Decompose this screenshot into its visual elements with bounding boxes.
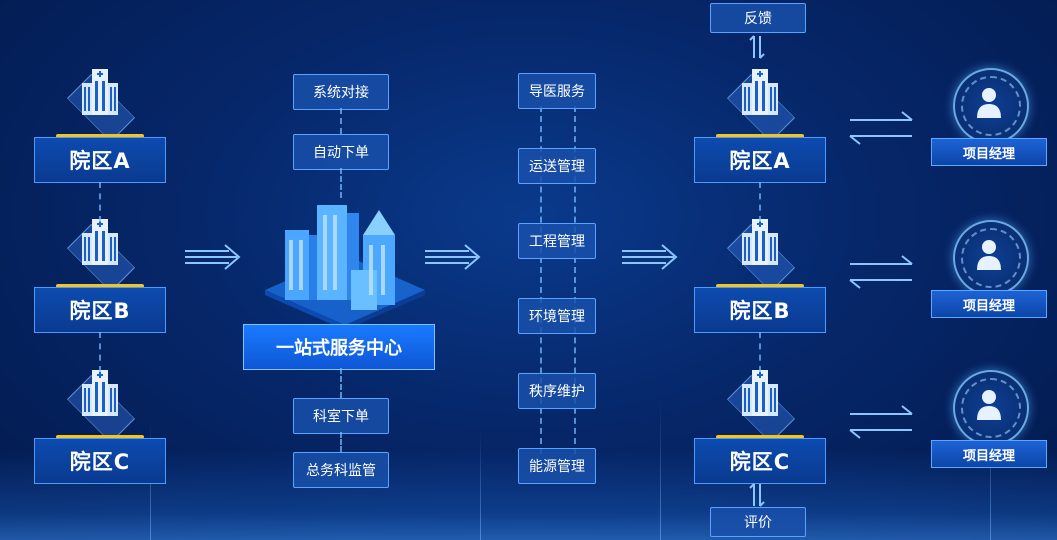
manager-label: 项目经理: [931, 290, 1047, 318]
left-campus-b[interactable]: 院区B: [34, 215, 166, 335]
manager-label: 项目经理: [931, 440, 1047, 468]
input-department-order[interactable]: 科室下单: [293, 398, 389, 434]
hospital-icon: [82, 370, 118, 416]
campus-label: 院区C: [694, 438, 826, 484]
campus-label: 院区C: [34, 438, 166, 484]
manager-a[interactable]: 项目经理: [931, 66, 1047, 176]
badge-ring: [961, 228, 1021, 288]
hub-title[interactable]: 一站式服务中心: [243, 324, 435, 370]
hospital-icon: [742, 69, 778, 115]
left-campus-a[interactable]: 院区A: [34, 65, 166, 185]
hospital-icon: [82, 69, 118, 115]
accent-bar: [56, 435, 144, 439]
left-campus-c[interactable]: 院区C: [34, 366, 166, 486]
light-streak: [990, 410, 991, 540]
connector-dashed: [574, 106, 576, 454]
manager-c[interactable]: 项目经理: [931, 368, 1047, 478]
service-order[interactable]: 秩序维护: [518, 373, 596, 409]
accent-bar: [56, 134, 144, 138]
service-environment[interactable]: 环境管理: [518, 298, 596, 334]
connector-dashed: [759, 182, 761, 222]
connector-dashed: [99, 182, 101, 222]
flow-arrow-icon: [185, 244, 241, 270]
campus-label: 院区B: [34, 287, 166, 333]
connector-dashed: [99, 332, 101, 372]
flow-arrow-icon: [622, 244, 678, 270]
light-streak: [480, 430, 481, 540]
manager-label: 项目经理: [931, 138, 1047, 166]
bidirectional-arrow-icon: [849, 255, 913, 289]
service-guide[interactable]: 导医服务: [518, 73, 596, 109]
badge-ring: [961, 378, 1021, 438]
updown-arrow-icon: [749, 35, 765, 59]
campus-label: 院区A: [694, 137, 826, 183]
flow-arrow-icon: [425, 244, 481, 270]
campus-label: 院区B: [694, 287, 826, 333]
connector-dashed: [340, 432, 342, 452]
input-system-integration[interactable]: 系统对接: [293, 74, 389, 110]
bidirectional-arrow-icon: [849, 111, 913, 145]
hospital-icon: [742, 219, 778, 265]
person-icon: [977, 88, 1001, 118]
connector-dashed: [340, 108, 342, 134]
accent-bar: [56, 284, 144, 288]
person-icon: [977, 240, 1001, 270]
service-energy[interactable]: 能源管理: [518, 448, 596, 484]
campus-label: 院区A: [34, 137, 166, 183]
accent-bar: [716, 284, 804, 288]
accent-bar: [716, 435, 804, 439]
input-auto-order[interactable]: 自动下单: [293, 134, 389, 170]
service-engineering[interactable]: 工程管理: [518, 223, 596, 259]
service-transport[interactable]: 运送管理: [518, 148, 596, 184]
person-icon: [977, 390, 1001, 420]
connector-dashed: [759, 332, 761, 372]
connector-dashed: [540, 106, 542, 454]
input-general-affairs[interactable]: 总务科监管: [293, 452, 389, 488]
connector-dashed: [340, 368, 342, 398]
connector-dashed: [340, 168, 342, 198]
badge-ring: [961, 76, 1021, 136]
hospital-icon: [82, 219, 118, 265]
evaluation-box[interactable]: 评价: [710, 507, 806, 537]
right-campus-a[interactable]: 院区A: [694, 65, 826, 185]
right-campus-b[interactable]: 院区B: [694, 215, 826, 335]
city-buildings-icon: [265, 205, 425, 330]
manager-b[interactable]: 项目经理: [931, 218, 1047, 328]
right-campus-c[interactable]: 院区C: [694, 366, 826, 486]
light-streak: [660, 400, 661, 540]
feedback-box[interactable]: 反馈: [710, 3, 806, 33]
hospital-icon: [742, 370, 778, 416]
accent-bar: [716, 134, 804, 138]
bidirectional-arrow-icon: [849, 405, 913, 439]
updown-arrow-icon: [749, 483, 765, 507]
